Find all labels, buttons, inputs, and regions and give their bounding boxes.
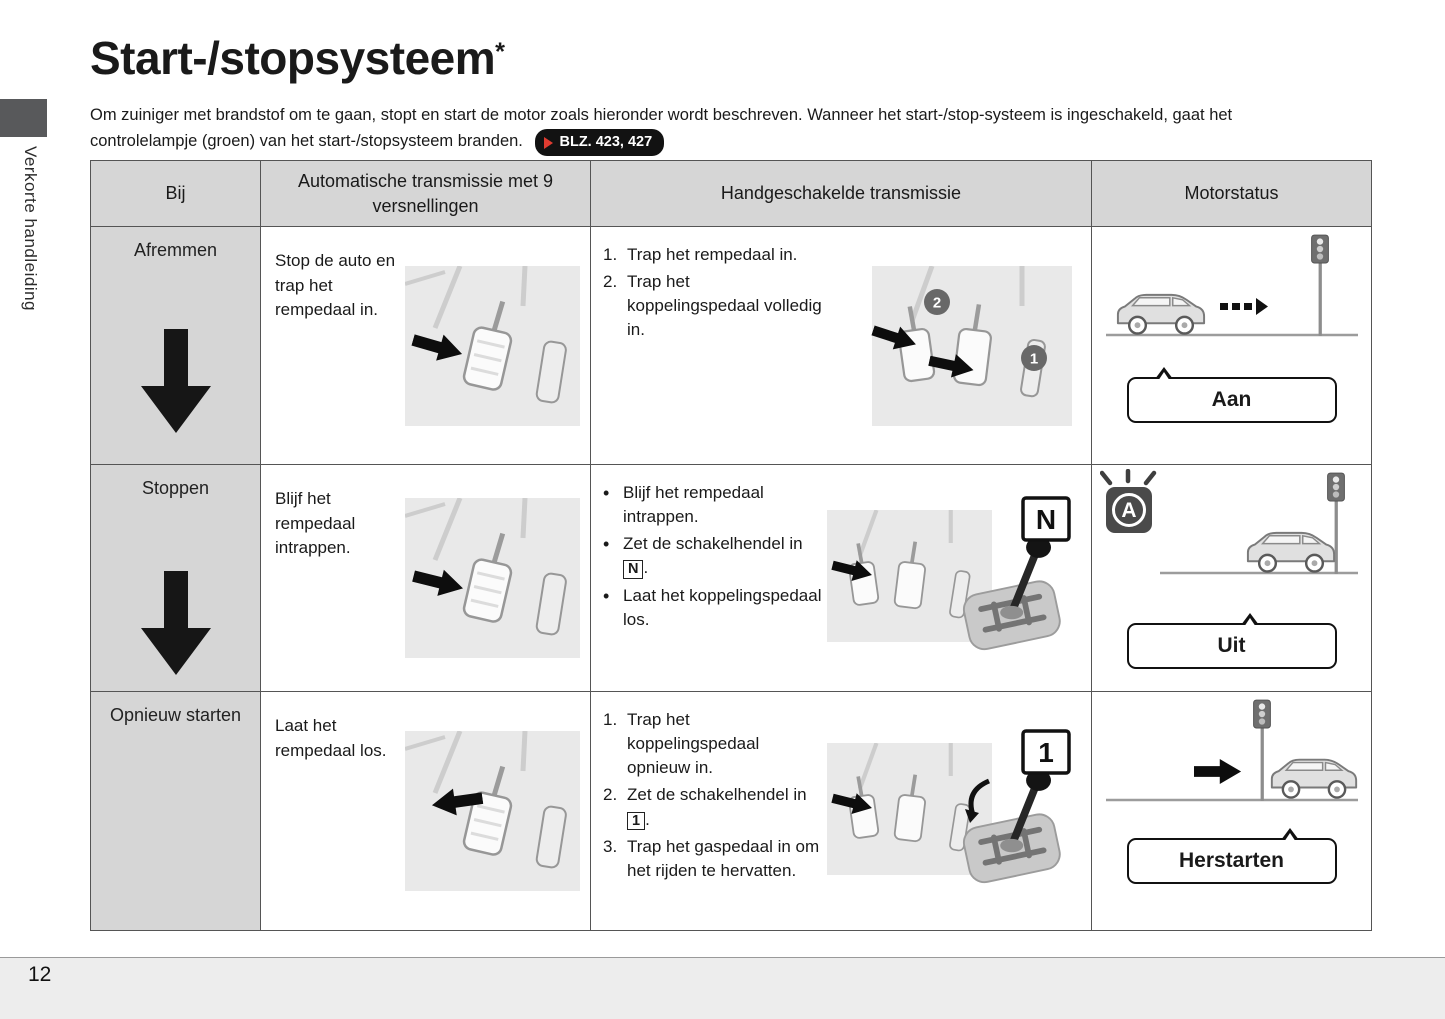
step-item: 3.Trap het gaspedaal in om het rijden te… [603, 836, 820, 880]
auto-instruction: Blijf het rempedaal intrappen. [275, 489, 356, 558]
title-asterisk: * [495, 38, 505, 66]
gear-n-inline-box: N [623, 560, 644, 579]
page-number: 12 [28, 963, 52, 986]
condition-label: Afremmen [133, 240, 218, 260]
bullet-item: •Blijf het rempedaal intrappen. [603, 483, 764, 527]
start-stop-table: Bij Automatische transmissie met 9 versn… [90, 160, 1372, 931]
car-icon [1270, 758, 1357, 799]
col-header-manual: Handgeschakelde transmissie [591, 161, 1092, 227]
ref-arrow-icon [544, 136, 554, 149]
intro-text: Om zuiniger met brandstof om te gaan, st… [90, 103, 1380, 156]
step-item: 1.Trap het rempedaal in. [603, 245, 798, 264]
traffic-light-icon [1252, 699, 1271, 801]
page-title: Start-/stopsysteem* [90, 32, 505, 84]
down-arrow-icon [140, 571, 211, 675]
bullet-item: •Laat het koppelingspedaal los. [603, 585, 822, 629]
down-arrow-icon [140, 329, 211, 433]
auto-cell-stoppen: Blijf het rempedaal intrappen. [261, 465, 591, 692]
gear-position-box: N [1036, 504, 1056, 535]
pedals-and-shifter-neutral-illustration: N [827, 495, 1071, 661]
car-stopped-autostop-illustration: A [1099, 469, 1358, 575]
car-approaching-light-illustration [1105, 234, 1358, 337]
pedal-number-badge: 1 [1030, 350, 1038, 367]
status-cell-stoppen: A Uit [1092, 465, 1372, 692]
car-restart-illustration [1105, 699, 1358, 802]
col-header-bij: Bij [91, 161, 261, 227]
pedals-and-shifter-first-gear-illustration: 1 [827, 728, 1071, 894]
manual-bullets: •Blijf het rempedaal intrappen. •Zet de … [603, 465, 823, 632]
svg-text:A: A [1121, 499, 1136, 522]
status-cell-opnieuw-starten: Herstarten [1092, 692, 1372, 931]
col-header-status: Motorstatus [1092, 161, 1372, 227]
status-cell-afremmen: Aan [1092, 227, 1372, 465]
condition-label: Stoppen [141, 478, 210, 498]
engine-status-label: Herstarten [1126, 828, 1337, 884]
shift-direction-arrow-icon [965, 778, 991, 823]
auto-instruction: Laat het rempedaal los. [275, 716, 387, 760]
engine-status-label: Uit [1126, 613, 1337, 669]
step-item: 1.Trap het koppelingspedaal opnieuw in. [603, 710, 760, 778]
step-item: 2.Zet de schakelhendel in 1. [603, 785, 807, 830]
auto-cell-opnieuw-starten: Laat het rempedaal los. [261, 692, 591, 931]
gear-1-inline-box: 1 [627, 811, 646, 830]
col-header-automatic: Automatische transmissie met 9 versnelli… [261, 161, 591, 227]
bubble-tail [1280, 828, 1299, 842]
engine-status-label: Aan [1126, 367, 1337, 423]
forward-arrow-icon [1193, 759, 1241, 784]
bubble-tail [1240, 613, 1259, 627]
bubble-tail [1154, 367, 1173, 381]
brake-pedal-hold-illustration [405, 498, 580, 658]
bullet-item: •Zet de schakelhendel in N. [603, 534, 803, 579]
dashed-arrow-icon [1219, 298, 1268, 315]
step-item: 2.Trap het koppelingspedaal volledig in. [603, 272, 822, 340]
manual-cell-afremmen: 1.Trap het rempedaal in. 2.Trap het kopp… [591, 227, 1092, 465]
condition-opnieuw-starten: Opnieuw starten [91, 692, 261, 931]
auto-cell-afremmen: Stop de auto en trap het rempedaal in. [261, 227, 591, 465]
pedal-number-badge: 2 [933, 294, 941, 311]
chapter-tab [0, 99, 47, 137]
condition-label: Opnieuw starten [109, 705, 242, 725]
brake-pedal-press-illustration [405, 266, 580, 426]
page-ref-badge[interactable]: BLZ. 423, 427 [535, 129, 665, 156]
footer-strip [0, 957, 1445, 1019]
condition-stoppen: Stoppen [91, 465, 261, 692]
manual-steps: 1.Trap het rempedaal in. 2.Trap het kopp… [603, 227, 823, 343]
manual-cell-stoppen: •Blijf het rempedaal intrappen. •Zet de … [591, 465, 1092, 692]
auto-instruction: Stop de auto en trap het rempedaal in. [275, 251, 396, 320]
manual-cell-opnieuw-starten: 1.Trap het koppelingspedaal opnieuw in. … [591, 692, 1092, 931]
clutch-brake-pedals-illustration: 2 1 [869, 266, 1077, 426]
traffic-light-icon [1310, 234, 1329, 336]
manual-steps: 1.Trap het koppelingspedaal opnieuw in. … [603, 692, 823, 883]
car-icon [1246, 531, 1335, 573]
car-icon [1116, 293, 1205, 335]
brake-pedal-release-illustration [405, 731, 580, 891]
auto-stop-indicator-icon: A [1099, 469, 1156, 533]
gear-position-box: 1 [1038, 737, 1054, 768]
chapter-label: Verkorte handleiding [21, 146, 40, 312]
condition-afremmen: Afremmen [91, 227, 261, 465]
